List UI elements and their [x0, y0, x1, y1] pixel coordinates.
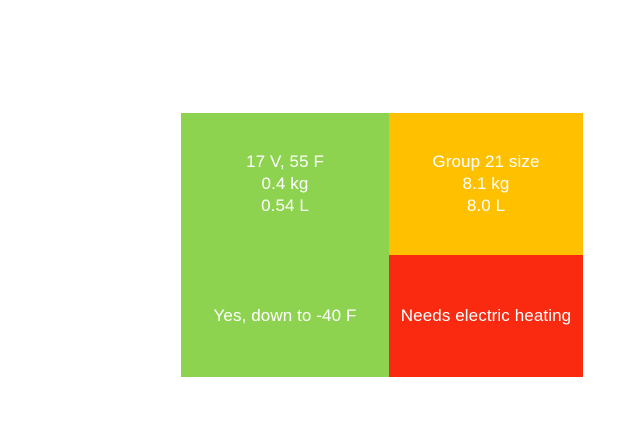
matrix-cell-left-bottom: Yes, down to -40 F — [181, 255, 389, 377]
matrix-cell-bottom-right: Needs electric heating — [389, 255, 583, 377]
matrix-cell-left-top: 17 V, 55 F 0.4 kg 0.54 L — [181, 113, 389, 255]
matrix-cell-top-right-label: Group 21 size 8.1 kg 8.0 L — [432, 152, 540, 215]
matrix-cell-left-bottom-label: Yes, down to -40 F — [213, 306, 357, 325]
matrix-cell-left-top-label: 17 V, 55 F 0.4 kg 0.54 L — [246, 152, 324, 215]
matrix-cell-bottom-right-label: Needs electric heating — [400, 306, 572, 325]
matrix-cell-top-right: Group 21 size 8.1 kg 8.0 L — [389, 113, 583, 255]
comparison-matrix: 17 V, 55 F 0.4 kg 0.54 L Yes, down to -4… — [181, 113, 583, 377]
matrix-cell-left-column — [181, 113, 389, 377]
